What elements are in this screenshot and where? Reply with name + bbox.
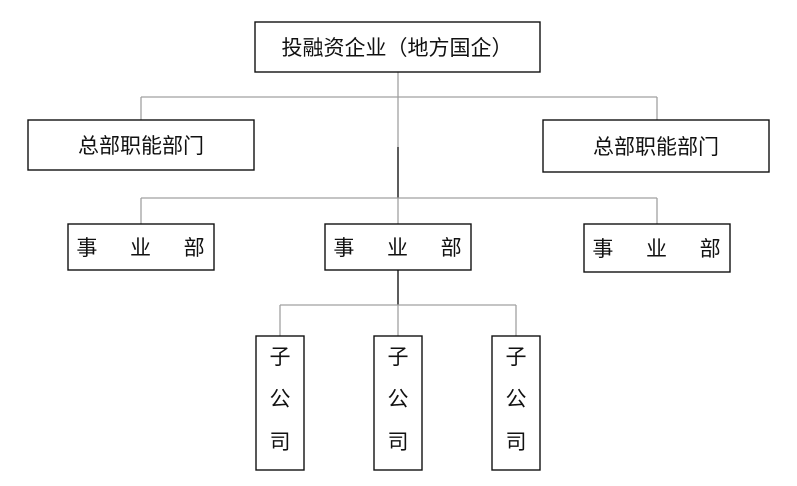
business-unit-box (583, 223, 731, 273)
subsidiary-right: 子 公 司 (491, 335, 541, 471)
business-unit-label: 事 业 部 (592, 237, 733, 261)
subsidiary-box (373, 335, 423, 471)
subsidiary-char: 司 (506, 430, 527, 454)
connectors (140, 72, 658, 336)
business-unit-label: 事 业 部 (76, 236, 217, 260)
business-unit-label: 事 业 部 (333, 236, 474, 260)
business-unit-left: 事 业 部 (67, 223, 217, 271)
hq-department-label: 总部职能部门 (78, 134, 204, 158)
subsidiary-char: 公 (388, 387, 409, 411)
business-unit-box (67, 223, 215, 271)
root-node: 投融资企业（地方国企） (254, 21, 541, 73)
root-node-box (254, 21, 541, 73)
business-unit-box (324, 223, 472, 271)
subsidiary-char: 公 (506, 387, 527, 411)
hq-department-left: 总部职能部门 (27, 119, 255, 171)
subsidiary-left: 子 公 司 (255, 335, 305, 471)
subsidiary-box (491, 335, 541, 471)
hq-department-label: 总部职能部门 (593, 135, 719, 159)
business-unit-middle: 事 业 部 (324, 223, 474, 271)
hq-department-box (542, 119, 770, 173)
subsidiary-middle: 子 公 司 (373, 335, 423, 471)
subsidiary-box (255, 335, 305, 471)
subsidiary-char: 子 (270, 345, 291, 369)
root-node-label: 投融资企业（地方国企） (282, 36, 513, 60)
subsidiary-char: 公 (270, 387, 291, 411)
subsidiary-char: 司 (270, 430, 291, 454)
hq-department-right: 总部职能部门 (542, 119, 770, 173)
subsidiary-char: 子 (506, 345, 527, 369)
subsidiary-char: 司 (388, 430, 409, 454)
hq-department-box (27, 119, 255, 171)
subsidiary-char: 子 (388, 345, 409, 369)
business-unit-right: 事 业 部 (583, 223, 733, 273)
